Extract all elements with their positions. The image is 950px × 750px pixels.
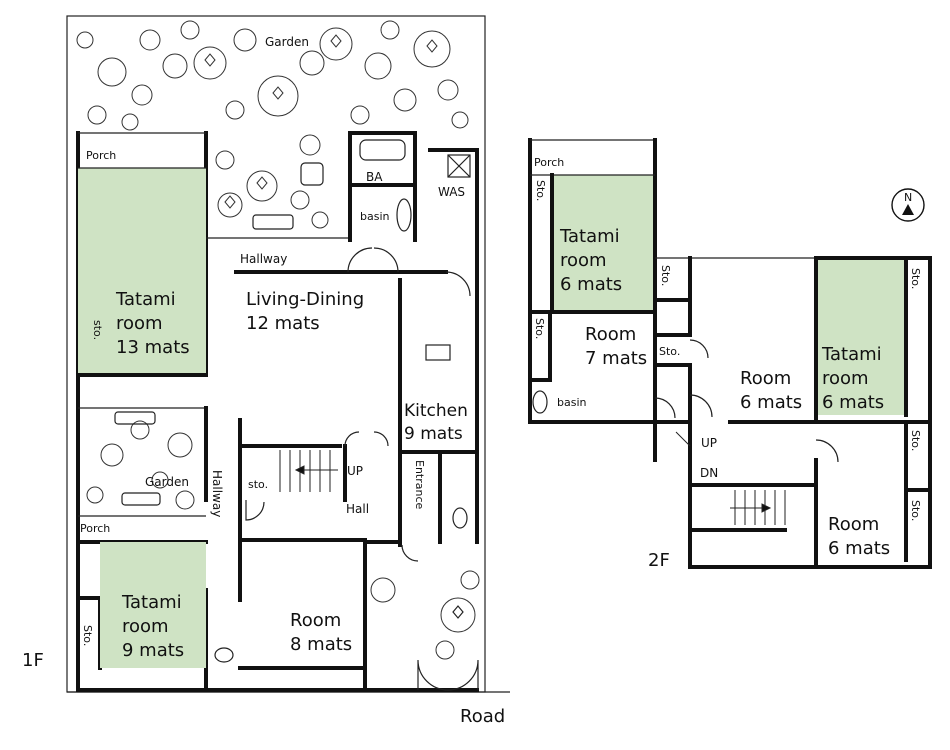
tatami9-line2: room (122, 616, 169, 637)
room6-mid-line1: Room (740, 368, 791, 389)
kitchen-line2: 9 mats (404, 424, 463, 444)
sto-9-label: Sto. (81, 625, 94, 646)
dn-label: DN (700, 466, 718, 480)
porch-2f-label: Porch (534, 156, 564, 169)
sto-room7-label: Sto. (533, 318, 546, 339)
floor2-plan: N Porch Sto. Tatami room 6 mats Sto. Sto… (528, 138, 932, 571)
garden-bench-mid (114, 411, 156, 425)
washer (447, 154, 471, 178)
doors-2f (654, 339, 839, 463)
basin-fixture (396, 198, 412, 232)
tatami-w-line3: 6 mats (560, 274, 622, 295)
tatami-w-line1: Tatami (559, 226, 620, 247)
tatami-e-line2: room (822, 368, 869, 389)
basin-2f-label: basin (557, 396, 587, 409)
road-label: Road (460, 706, 505, 727)
floor2-walls (528, 138, 932, 569)
garden-bench (252, 214, 294, 230)
entrance-label: Entrance (413, 460, 426, 510)
doors-1f (245, 247, 479, 691)
garden-stars-top (204, 34, 438, 209)
kitchen-counter (425, 344, 451, 361)
sto-2f-mid-label: Sto. (659, 265, 672, 286)
basin-label: basin (360, 210, 390, 223)
sto-2f-left-label: Sto. (534, 180, 547, 201)
tatami-e-fill (818, 260, 906, 415)
tatami-e-line1: Tatami (821, 344, 882, 365)
garden-top-label: Garden (265, 35, 309, 49)
tatami13-line2: room (116, 313, 163, 334)
porch-top-label: Porch (86, 149, 116, 162)
garden-foliage-mid (86, 420, 195, 510)
tatami-13-fill (78, 168, 206, 373)
room8-line1: Room (290, 610, 341, 631)
floor1-plan: Garden Porch Tatami room 13 mats sto. Ha… (22, 15, 510, 727)
north-arrow-icon (902, 204, 914, 215)
room6-se-line2: 6 mats (828, 538, 890, 559)
room6-se-line1: Room (828, 514, 879, 535)
floor2-label: 2F (648, 550, 670, 571)
tatami-w-line2: room (560, 250, 607, 271)
room7-line1: Room (585, 324, 636, 345)
toilet-2 (214, 647, 234, 663)
porch-bottom-label: Porch (80, 522, 110, 535)
bathtub (359, 139, 406, 161)
hallway-side-label: Hallway (210, 470, 224, 517)
garden-mid-label: Garden (145, 475, 189, 489)
sto-e2-label: Sto. (909, 430, 922, 451)
kitchen-line1: Kitchen (404, 401, 468, 421)
room7-line2: 7 mats (585, 348, 647, 369)
basin-2f-fixture (532, 390, 548, 414)
living-dining-line1: Living-Dining (246, 289, 364, 310)
sto-e3-label: Sto. (909, 500, 922, 521)
stairs-2f (675, 431, 786, 525)
compass: N (891, 188, 925, 222)
compass-n-label: N (904, 191, 912, 204)
tatami13-line3: 13 mats (116, 337, 190, 358)
floor1-label: 1F (22, 650, 44, 671)
hall-label: Hall (346, 502, 369, 516)
up-2f-label: UP (701, 436, 717, 450)
stairs-1f (279, 450, 338, 492)
garden-bench-mid-2 (121, 492, 161, 506)
tatami9-line1: Tatami (121, 592, 182, 613)
room8-line2: 8 mats (290, 634, 352, 655)
garden-foliage-top (76, 20, 469, 229)
sto-small-label: Sto. (659, 345, 680, 358)
tatami-e-line3: 6 mats (822, 392, 884, 413)
ba-label: BA (366, 170, 383, 184)
tatami13-line1: Tatami (115, 289, 176, 310)
toilet (452, 507, 468, 529)
sto-stair-label: sto. (248, 478, 268, 491)
tatami9-line3: 9 mats (122, 640, 184, 661)
up-1f-label: UP (347, 464, 363, 478)
sto-e1-label: Sto. (909, 268, 922, 289)
garden-foliage-entrance (370, 570, 480, 660)
garden-stone (300, 162, 324, 186)
room6-mid-line2: 6 mats (740, 392, 802, 413)
tatami-9-fill (100, 542, 206, 668)
living-dining-line2: 12 mats (246, 313, 320, 334)
sto-13-label: sto. (91, 320, 104, 340)
tatami-w-fill (552, 175, 655, 310)
was-label: WAS (438, 185, 465, 199)
hallway-top-label: Hallway (240, 252, 287, 266)
